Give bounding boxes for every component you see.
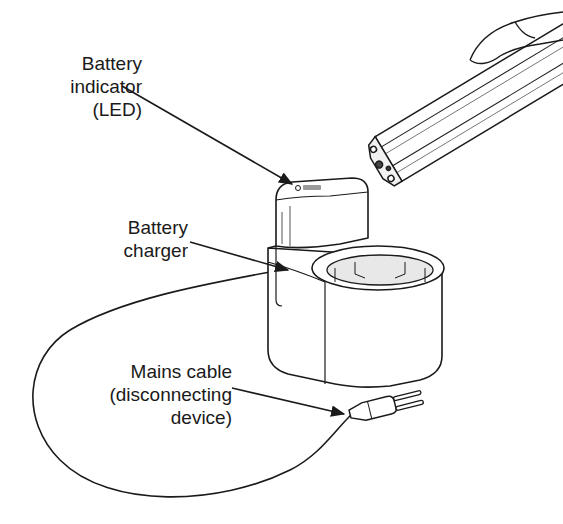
battery-pack-drawing <box>362 3 563 189</box>
callout-label: Mains cable (disconnecting device) <box>92 360 232 429</box>
mains-plug <box>348 388 424 423</box>
callout-label: Battery indicator (LED) <box>20 52 142 121</box>
battery-charger-drawing <box>268 178 444 387</box>
leader-line <box>232 388 344 414</box>
hand-drawing <box>470 12 563 63</box>
leader-line <box>122 86 292 184</box>
callout-label: Battery charger <box>66 216 188 262</box>
leader-line <box>190 242 288 270</box>
